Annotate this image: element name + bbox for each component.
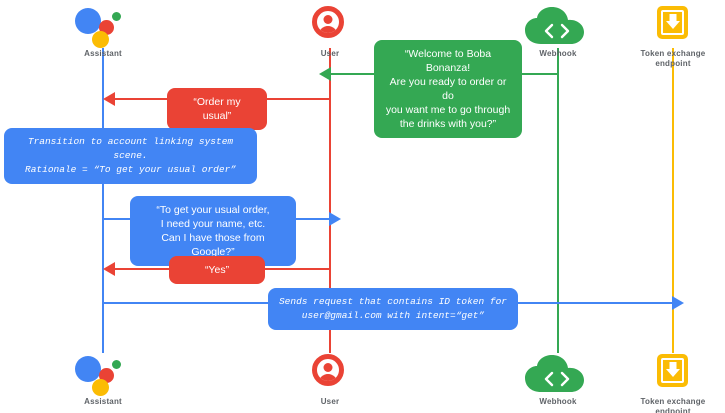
user-avatar-head [323,15,333,24]
actor-label-token-exchange-endpoint: Token exchange endpoint [640,49,706,68]
assistant-yellow-dot-bottom [92,379,109,396]
message-bubble-transition-note: Transition to account linking system sce… [4,128,257,184]
download-box-icon [613,4,725,46]
cloud-shape [524,6,592,51]
assistant-green-dot-bottom [112,360,121,369]
user-avatar-head-bottom [323,363,333,372]
actor-assistant-bottom: Assistant [43,352,163,407]
user-avatar-ring-bottom [312,354,344,386]
user-avatar-icon [270,4,390,46]
lifeline-user [329,48,331,353]
token-box-shape [657,6,688,39]
cloud-code-svg [525,7,584,44]
assistant-yellow-dot [92,31,109,48]
actor-label-assistant-bottom: Assistant [84,397,122,406]
actor-label-webhook: Webhook [539,49,577,58]
assistant-blue-dot [75,8,101,34]
message-bubble-yes: “Yes” [169,256,265,284]
message-bubble-sends-id-token: Sends request that contains ID token for… [268,288,518,330]
download-arrow-head [665,21,680,29]
cloud-shape-bottom [524,354,592,399]
actor-user-top: User [270,4,390,59]
download-arrow-shaft-bottom [669,362,676,370]
cloud-code-icon-bottom [498,352,618,394]
google-assistant-icon [43,4,163,48]
user-avatar-icon-bottom [270,352,390,394]
message-bubble-order-my-usual: “Order my usual” [167,88,267,130]
user-avatar-body-bottom [318,374,338,381]
lifeline-webhook [557,48,559,353]
actor-label-assistant: Assistant [84,49,122,58]
lifeline-assistant [102,48,104,353]
assistant-blue-dot-bottom [75,356,101,382]
download-box-icon-bottom [613,352,725,394]
download-arrow-shaft [669,14,676,22]
token-box-inner-border-bottom [661,358,684,383]
actor-assistant-top: Assistant [43,4,163,59]
token-box-inner-border [661,10,684,35]
actor-webhook-top: Webhook [498,4,618,59]
message-bubble-need-your-name: “To get your usual order, I need your na… [130,196,296,266]
arrowhead-left-order-my-usual [103,92,115,106]
actor-webhook-bottom: Webhook [498,352,618,407]
actor-label-token-exchange-endpoint-bottom: Token exchange endpoint [640,397,706,413]
user-avatar-ring [312,6,344,38]
actor-token-endpoint-bottom: Token exchange endpoint [613,352,725,413]
actor-label-user: User [320,49,340,58]
user-avatar-body [318,26,338,33]
actor-label-webhook-bottom: Webhook [539,397,577,406]
google-assistant-icon-bottom [43,352,163,396]
token-box-shape-bottom [657,354,688,387]
arrowhead-right-need-your-name [329,212,341,226]
actor-user-bottom: User [270,352,390,407]
message-bubble-welcome: “Welcome to Boba Bonanza! Are you ready … [374,40,522,138]
arrowhead-left-welcome [319,67,331,81]
assistant-green-dot [112,12,121,21]
cloud-code-svg-bottom [525,355,584,392]
actor-token-endpoint-top: Token exchange endpoint [613,4,725,69]
download-arrow-head-bottom [665,369,680,377]
arrowhead-right-sends-id-token [672,296,684,310]
arrowhead-left-yes [103,262,115,276]
lifeline-token-exchange-endpoint [672,48,674,353]
actor-label-user-bottom: User [320,397,340,406]
cloud-code-icon [498,4,618,46]
